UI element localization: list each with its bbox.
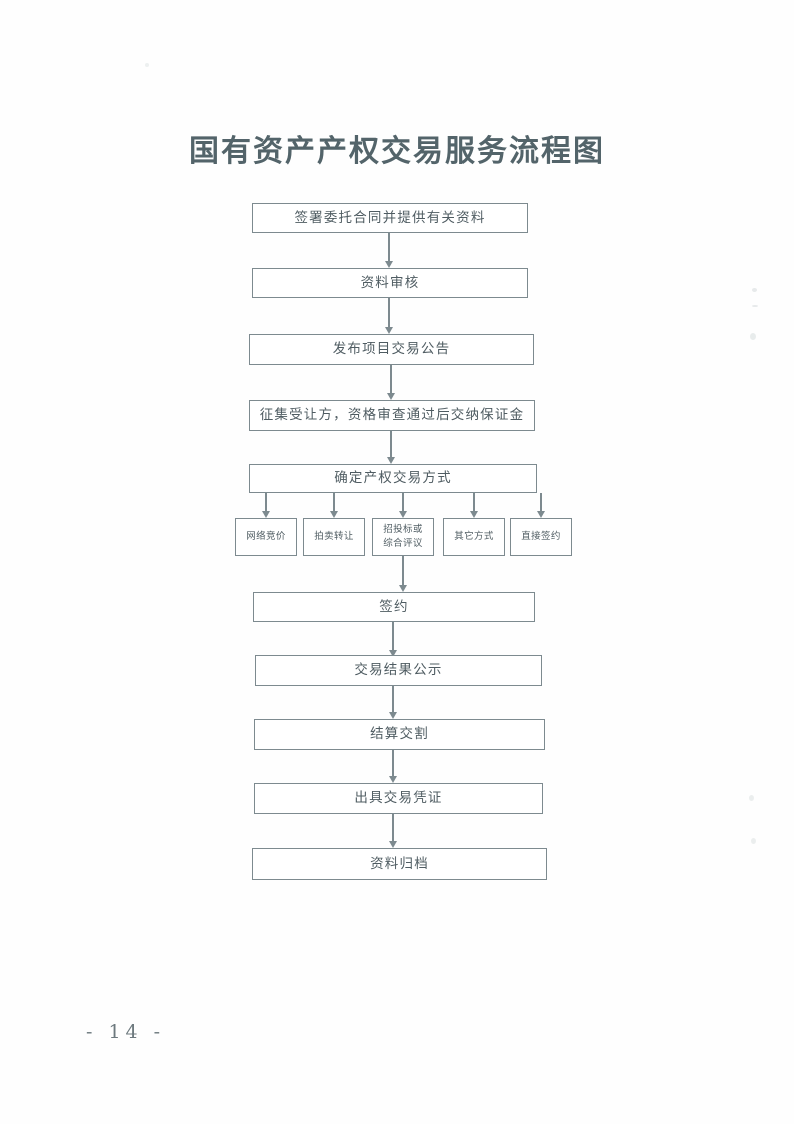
flow-node-auction-transfer[interactable]: 拍卖转让 [303,518,365,556]
flow-node-tender-line1: 招投标或 [383,524,423,536]
page-title: 国有资产产权交易服务流程图 [189,134,605,169]
flow-node-determine-trade-method[interactable]: 确定产权交易方式 [249,464,537,493]
flow-node-tender-or-evaluation[interactable]: 招投标或 综合评议 [372,518,434,556]
flow-node-publish-announcement[interactable]: 发布项目交易公告 [249,334,534,365]
flow-node-collect-transferees[interactable]: 征集受让方，资格审查通过后交纳保证金 [249,400,535,431]
flow-node-signing[interactable]: 签约 [253,592,535,622]
flow-node-tender-line2: 综合评议 [383,538,423,549]
flow-node-archive-materials[interactable]: 资料归档 [252,848,547,880]
flow-arrow-to-auction [327,493,341,518]
flow-arrow-to-online-bidding [259,493,273,518]
flow-arrow-5 [386,622,400,657]
flow-node-issue-certificate[interactable]: 出具交易凭证 [254,783,543,814]
flow-arrow-7 [386,750,400,783]
flow-node-settlement-delivery[interactable]: 结算交割 [254,719,545,750]
flow-arrow-4 [384,431,398,464]
flow-arrow-to-other-method [467,493,481,518]
flow-arrow-merge-to-signing [396,556,410,592]
flow-node-direct-signing[interactable]: 直接签约 [510,518,572,556]
flow-arrow-3 [384,365,398,400]
flow-arrow-1 [382,233,396,268]
flow-node-sign-contract[interactable]: 签署委托合同并提供有关资料 [252,203,528,233]
page-number: - 14 - [86,1021,166,1043]
flow-node-material-review[interactable]: 资料审核 [252,268,528,298]
flow-node-other-method[interactable]: 其它方式 [443,518,505,556]
flow-node-online-bidding[interactable]: 网络竞价 [235,518,297,556]
flow-arrow-6 [386,686,400,719]
flow-arrow-8 [386,814,400,848]
flow-arrow-to-tender [396,493,410,518]
flow-node-result-publicity[interactable]: 交易结果公示 [255,655,542,686]
flow-arrow-2 [382,298,396,334]
flow-arrow-to-direct-signing [534,493,548,518]
